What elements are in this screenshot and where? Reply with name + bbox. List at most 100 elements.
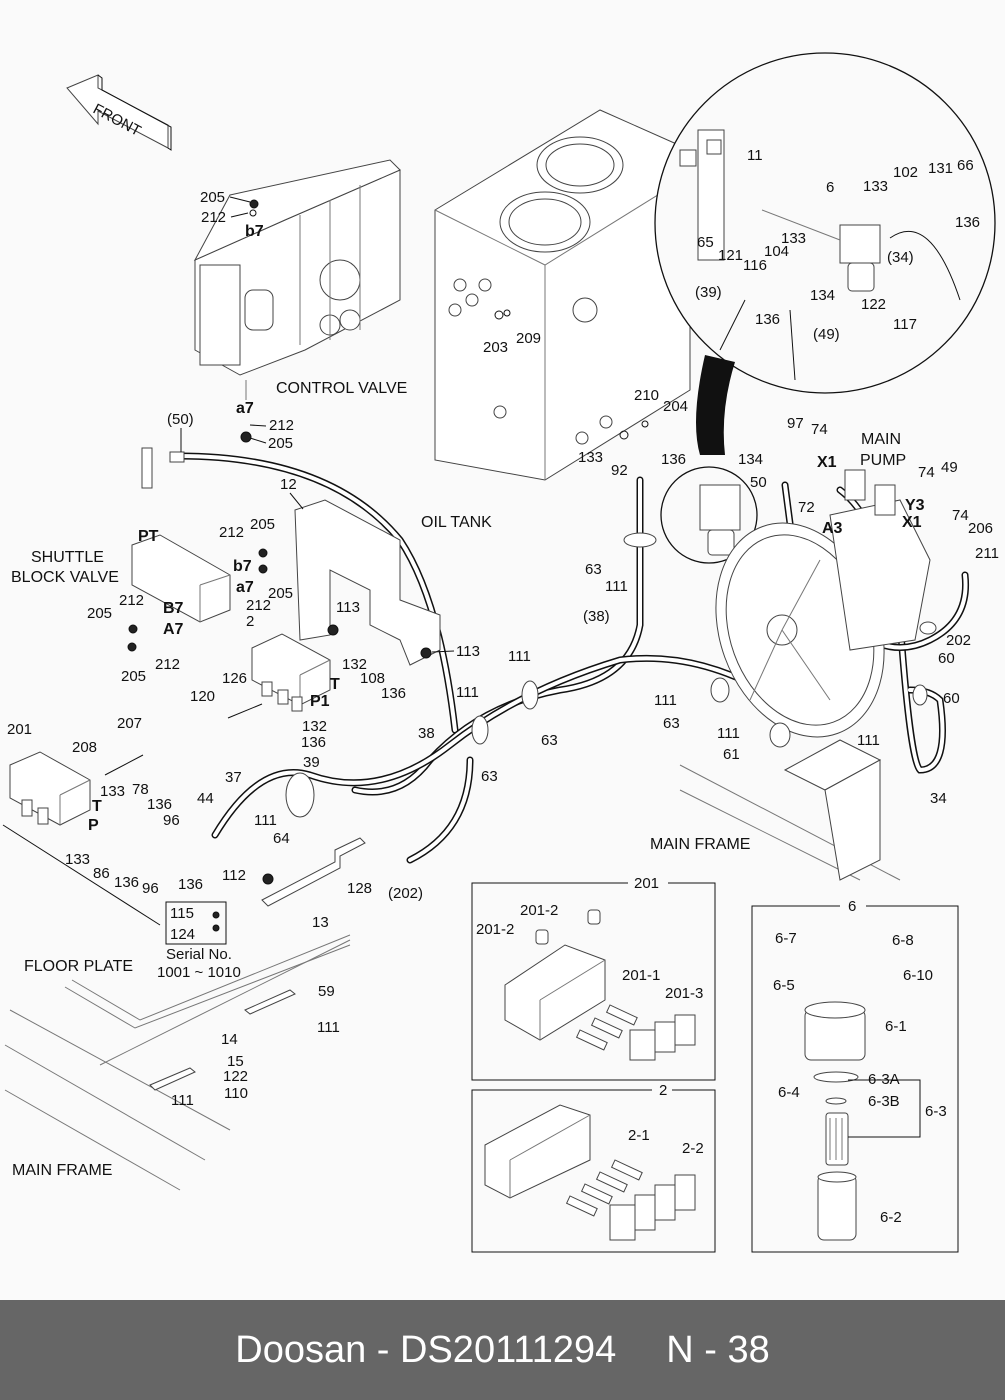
filter-201-drawing [2,751,161,926]
detail-201-title: 201 [634,875,659,892]
serial-124: 124 [170,926,195,943]
callout-pump-74-c: 74 [952,507,969,524]
callout-item-96-b: 96 [142,880,159,897]
callout-item-136-d: 136 [114,874,139,891]
callout-tank-136: 136 [661,451,686,468]
svg-text:133: 133 [863,178,888,195]
callout-bolt-111-i: 111 [171,1092,194,1109]
callout-item-120: 120 [190,688,215,705]
callout-sb-212-a: 212 [219,524,244,541]
callout-clamp-63-d: 63 [663,715,680,732]
svg-text:102: 102 [893,164,918,181]
shuttle-block-valve-label-1: SHUTTLE [31,549,104,566]
callout-sb-205-c: 205 [87,605,112,622]
detail-201-1: 201-1 [622,967,660,984]
callout-bolt-111-f: 111 [717,725,740,742]
detail-box-2: 2 2-1 2-2 [471,1082,716,1253]
svg-text:136: 136 [955,214,980,231]
port-b7-control-valve: b7 [245,223,264,240]
callout-cv-212-top: 212 [201,209,226,226]
detail-6-3B: 6-3B [868,1093,900,1110]
serial-range: 1001 ~ 1010 [157,964,241,981]
detail-2-title: 2 [659,1082,667,1099]
callout-item-96-a: 96 [163,812,180,829]
main-pump-label-1: MAIN [861,431,901,448]
callout-item-108: 108 [360,670,385,687]
svg-text:66: 66 [957,157,974,174]
callout-washer-122: 122 [223,1068,248,1085]
svg-text:121: 121 [718,247,743,264]
port-pt: PT [138,528,159,545]
detail-6-10: 6-10 [903,967,933,984]
svg-text:(39): (39) [695,284,722,301]
svg-text:116: 116 [743,257,767,274]
callout-hose-37: 37 [225,769,242,786]
footer-page-separator: - [704,1328,717,1371]
main-frame-right-drawing [679,739,901,881]
detail-2-2: 2-2 [682,1140,704,1157]
callout-bolt-113-a: 113 [336,599,360,616]
detail-box-6: 6 6-7 6-8 6-10 6-5 6-1 6-4 6-3A 6-3B 6-3… [751,898,959,1253]
detail-6-title: 6 [848,898,856,915]
detail-6-3: 6-3 [925,1103,947,1120]
port-B7: B7 [163,600,184,617]
callout-item-208: 208 [72,739,97,756]
callout-bolt-113-b: 113 [456,643,480,660]
port-t-block-2: T [330,676,340,693]
callout-sb-212-d: 212 [155,656,180,673]
svg-text:65: 65 [697,234,714,251]
callout-item-64: 64 [273,830,290,847]
callout-pump-211: 211 [975,545,999,562]
callout-item-112: 112 [222,867,246,884]
bracket-13-drawing [261,837,366,907]
detail-201-3: 201-3 [665,985,703,1002]
port-a7-shuttle: a7 [236,579,254,596]
oil-tank-drawing [434,109,691,481]
detail-6-8: 6-8 [892,932,914,949]
detail-6-5: 6-5 [773,977,795,994]
svg-text:133: 133 [781,230,806,247]
callout-cv-205-top: 205 [200,189,225,206]
callout-hose-202-paren: (202) [388,885,423,902]
callout-hose-44: 44 [197,790,214,807]
detail-6-7: 6-7 [775,930,797,947]
port-t-201: T [92,798,102,815]
svg-text:11: 11 [747,147,763,164]
callout-hose-39: 39 [303,754,320,771]
detail-circle-filter-assembly [654,52,996,564]
detail-201-2-a: 201-2 [520,902,558,919]
callout-item-136-a: 136 [381,685,406,702]
callout-sb-205-a: 205 [250,516,275,533]
serial-number-box: 115 124 Serial No. 1001 ~ 1010 [157,901,241,981]
port-a7-control-valve: a7 [236,400,254,417]
callout-bolt-111-b: 111 [605,578,628,595]
callout-item-126: 126 [222,670,247,687]
serial-title: Serial No. [166,946,232,963]
callout-bolt-111-g: 111 [857,732,880,749]
callout-hose-38-paren: (38) [583,608,610,625]
callout-item-86: 86 [93,865,110,882]
callout-clamp-63-a: 63 [585,561,602,578]
callout-cv-212-bottom: 212 [269,417,294,434]
main-frame-right-label: MAIN FRAME [650,836,750,853]
callout-bolt-110: 110 [224,1085,248,1102]
footer-bar: Doosan - DS20111294 N - 38 [0,1300,1005,1400]
callout-pump-50: 50 [750,474,767,491]
port-b7-shuttle: b7 [233,558,252,575]
callout-hose-38: 38 [418,725,435,742]
callout-item-136-b: 136 [301,734,326,751]
port-a3: A3 [822,520,843,537]
callout-bracket-59: 59 [318,983,335,1000]
svg-text:(34): (34) [887,249,914,266]
callout-cv-205-bottom: 205 [268,435,293,452]
callout-pump-206: 206 [968,520,993,537]
callout-clamp-63-c: 63 [541,732,558,749]
callout-pump-97: 97 [787,415,804,432]
detail-box-201: 201 201-2 201-2 201-1 201-3 [471,875,716,1081]
callout-pump-74-b: 74 [918,464,935,481]
svg-text:104: 104 [764,243,789,260]
callout-bolt-111-c: 111 [456,684,479,701]
callout-bolt-111-h: 111 [317,1019,340,1036]
callout-item-132-b: 132 [302,718,327,735]
callout-item-136-c: 136 [147,796,172,813]
